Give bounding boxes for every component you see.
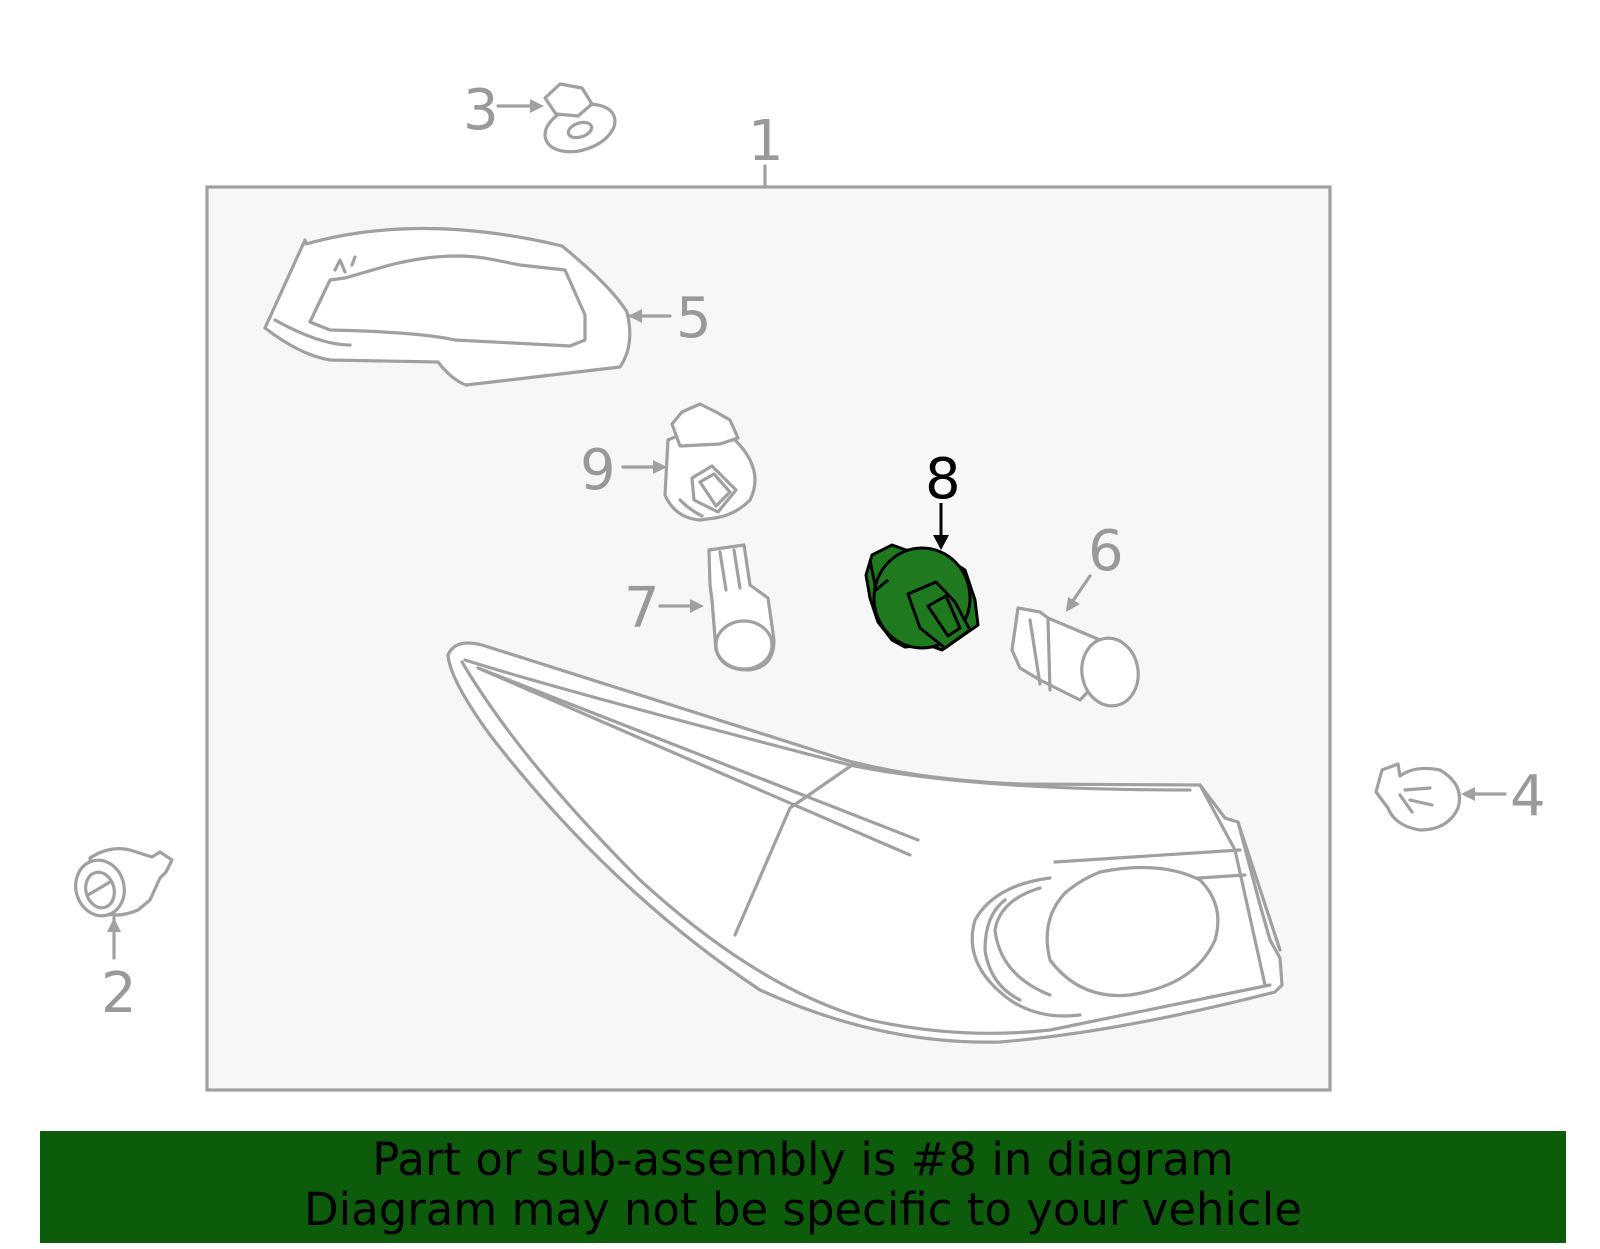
callout-1: 1 xyxy=(748,109,784,174)
part-4-retainer xyxy=(1374,762,1462,832)
callout-2: 2 xyxy=(101,961,137,1026)
part-3-nut xyxy=(543,82,617,154)
callout-6: 6 xyxy=(1088,519,1124,584)
part-8-socket-highlighted xyxy=(864,543,980,652)
callout-4: 4 xyxy=(1510,764,1546,829)
callout-5: 5 xyxy=(676,286,712,351)
part-1-tail-lamp xyxy=(446,641,1284,1044)
part-9-socket xyxy=(663,402,757,522)
part-7-bulb xyxy=(707,543,776,672)
banner-line-1: Part or sub-assembly is #8 in diagram xyxy=(372,1133,1234,1186)
banner-line-2: Diagram may not be specific to your vehi… xyxy=(304,1183,1302,1236)
callout-7: 7 xyxy=(624,576,660,641)
part-5-gasket xyxy=(263,226,632,387)
callout-9: 9 xyxy=(580,438,616,503)
part-2-clip xyxy=(74,847,174,918)
callout-8: 8 xyxy=(925,447,961,512)
callout-3: 3 xyxy=(463,78,499,143)
info-banner: Part or sub-assembly is #8 in diagram Di… xyxy=(40,1131,1566,1243)
part-6-bulb xyxy=(1010,606,1140,708)
